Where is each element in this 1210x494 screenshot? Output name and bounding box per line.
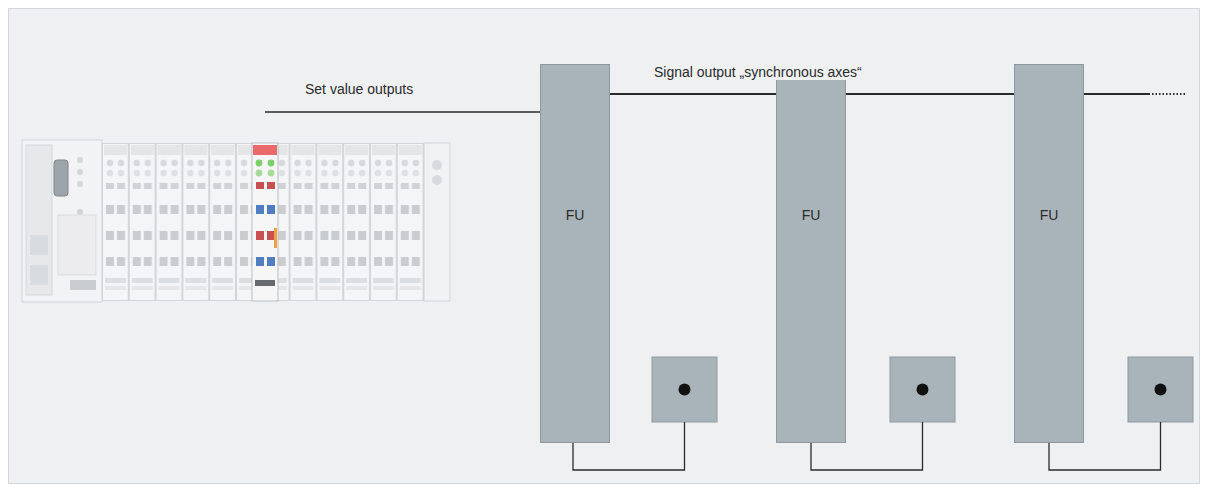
- converter-box: FU: [540, 64, 610, 443]
- converter-label: FU: [541, 207, 609, 223]
- signal-label: Signal output „synchronous axes“: [652, 64, 864, 80]
- motor-dot: [679, 384, 691, 396]
- converter-box: FU: [1014, 64, 1084, 443]
- bus-continuation: [1152, 93, 1186, 95]
- motor-dot: [917, 384, 929, 396]
- converter-label: FU: [777, 207, 845, 223]
- set-value-line: [265, 111, 540, 112]
- motor-symbol: [890, 357, 955, 422]
- converter-box: FU: [776, 64, 846, 443]
- bus-line: [1075, 93, 1150, 95]
- signal-label: Set value outputs: [303, 81, 415, 97]
- motor-dot: [1155, 384, 1167, 396]
- motor-symbol: [1128, 357, 1193, 422]
- converter-label: FU: [1015, 207, 1083, 223]
- motor-symbol: [652, 357, 717, 422]
